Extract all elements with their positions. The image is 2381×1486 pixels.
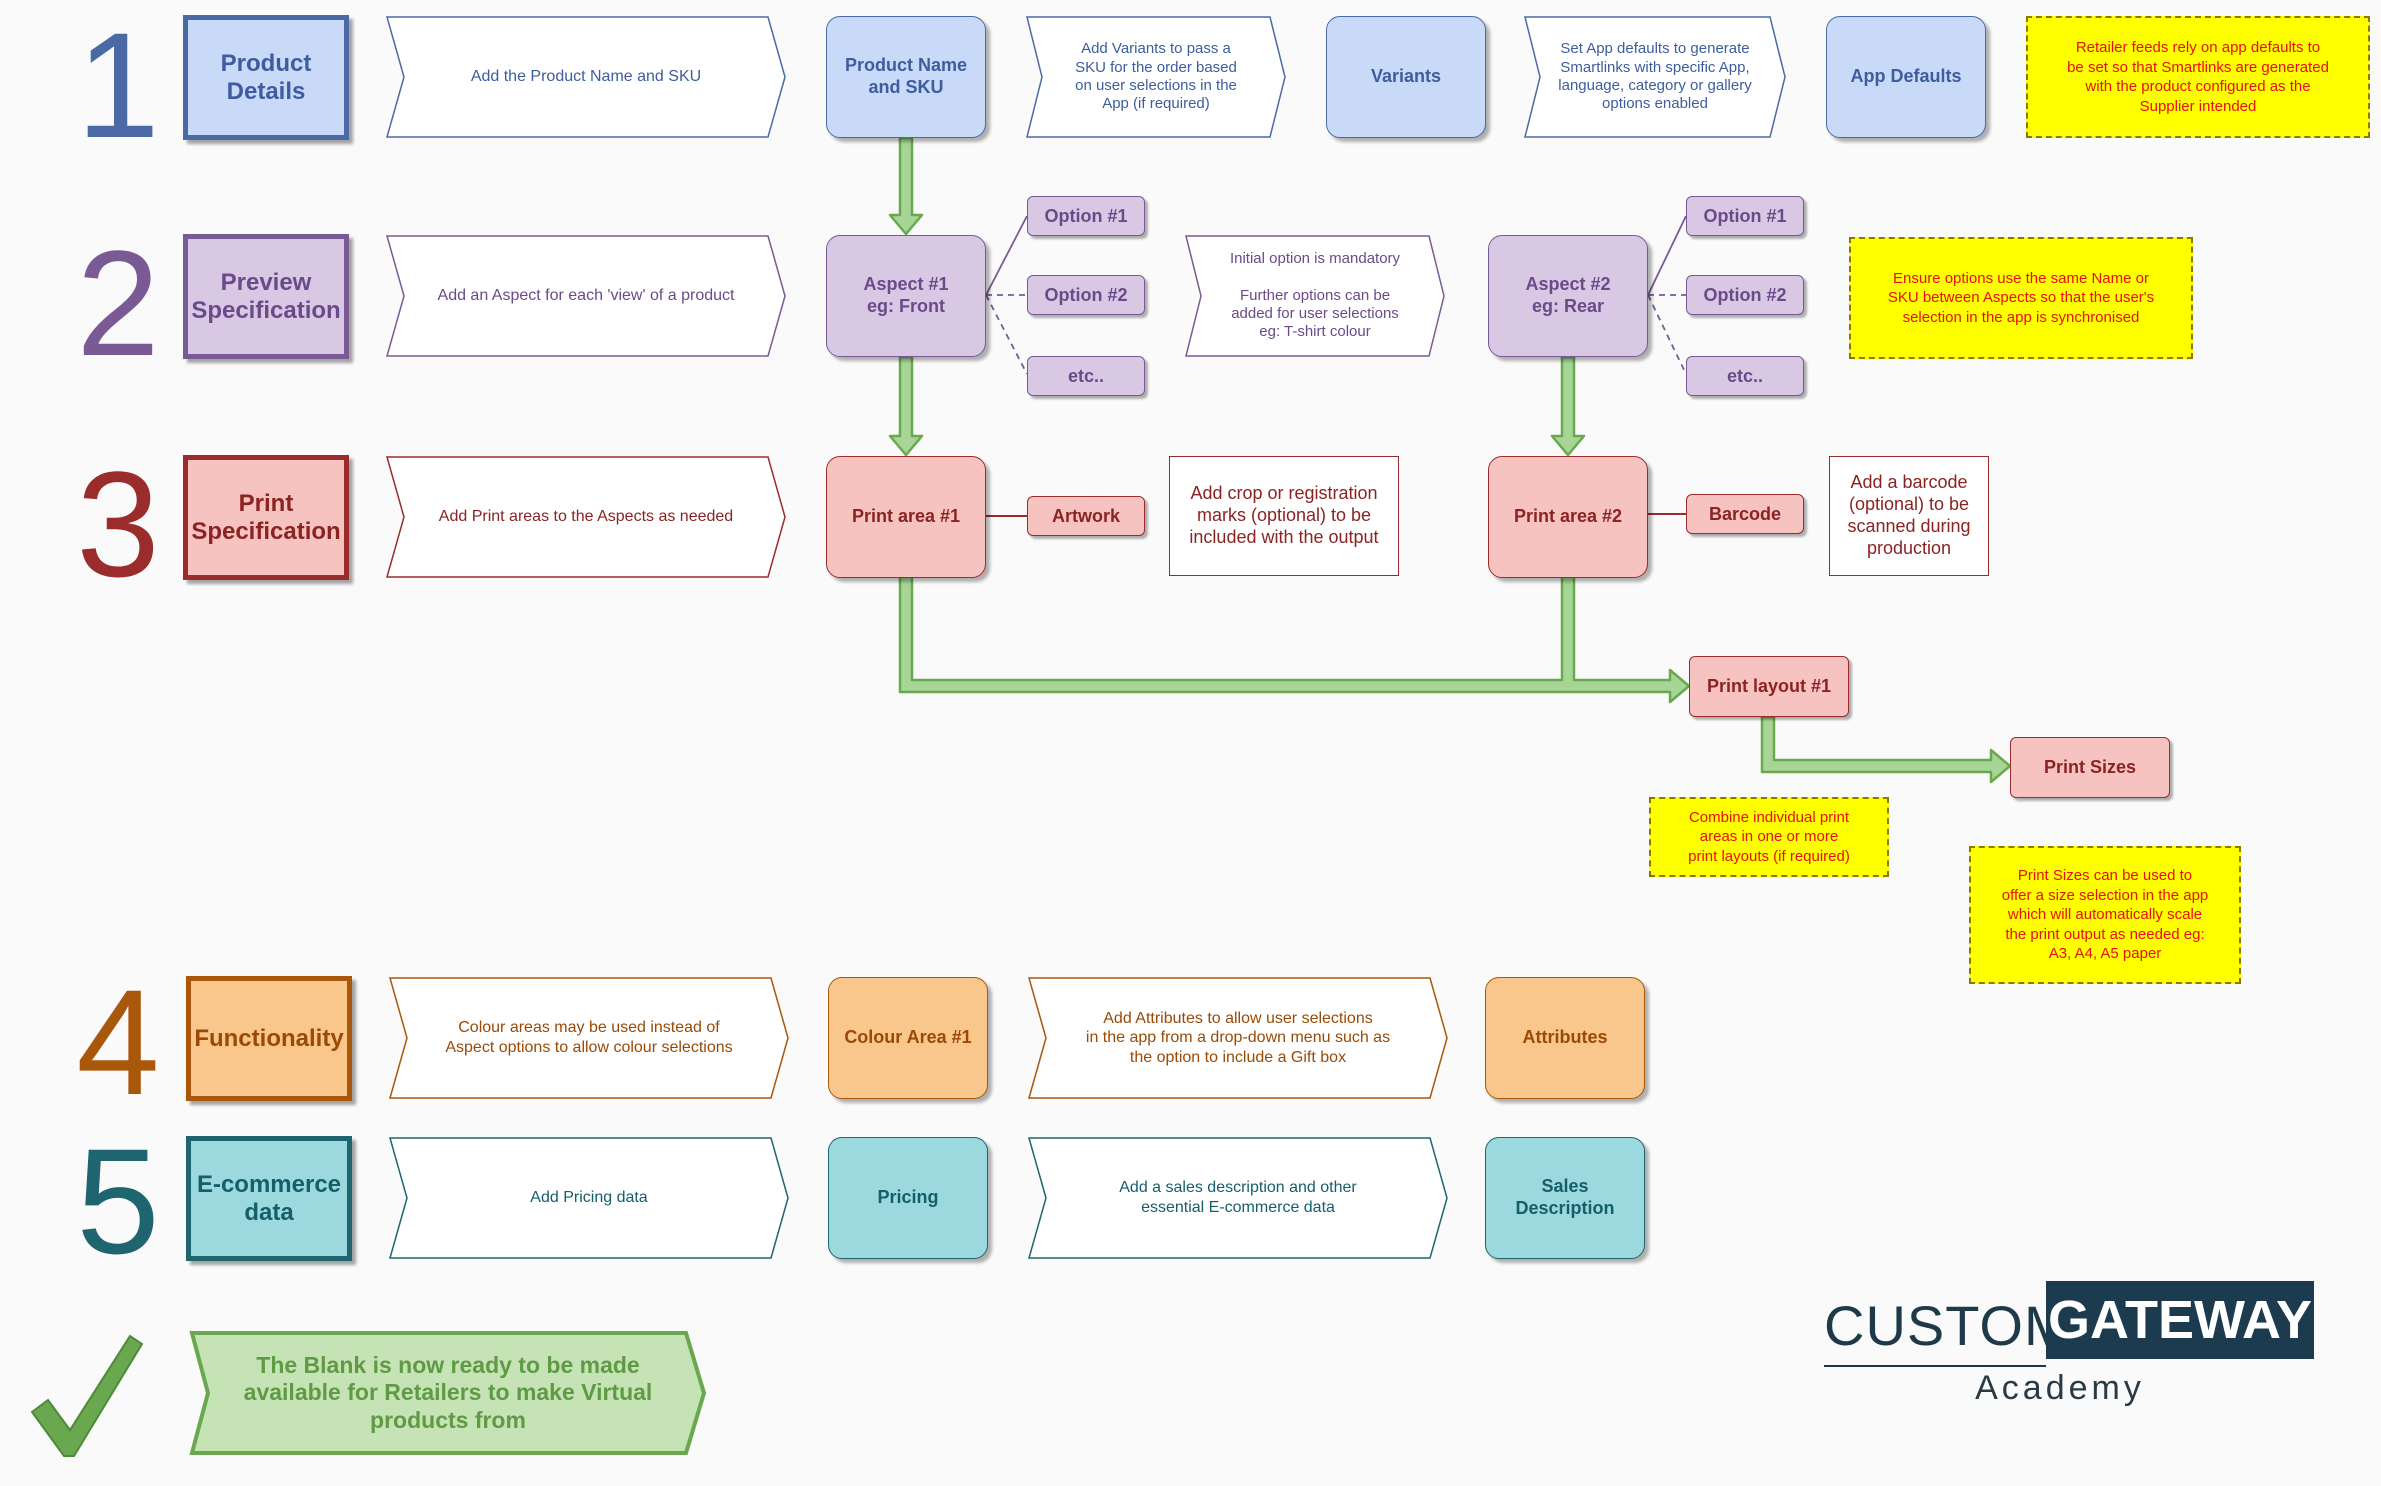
chevron-options-mandatory: Initial option is mandatory Further opti… bbox=[1185, 235, 1445, 357]
aspect1-option-1[interactable]: Option #1 bbox=[1027, 196, 1145, 236]
chevron-blank-ready: The Blank is now ready to be made availa… bbox=[189, 1331, 707, 1455]
chevron-text: Add the Product Name and SKU bbox=[470, 68, 702, 86]
box-colour-area-1[interactable]: Colour Area #1 bbox=[828, 977, 988, 1099]
aspect1-option-2[interactable]: Option #2 bbox=[1027, 275, 1145, 315]
box-aspect-1[interactable]: Aspect #1 eg: Front bbox=[826, 235, 986, 357]
box-attributes[interactable]: Attributes bbox=[1485, 977, 1645, 1099]
aspect2-option-etc[interactable]: etc.. bbox=[1686, 356, 1804, 396]
box-print-sizes[interactable]: Print Sizes bbox=[2010, 737, 2170, 798]
step-number-1: 1 bbox=[76, 1, 160, 169]
step-number-4: 4 bbox=[76, 958, 160, 1126]
logo-word-custom: CUSTOM bbox=[1824, 1294, 2072, 1357]
stage-print-specification: Print Specification bbox=[183, 455, 349, 580]
arrow-aspect2-to-print2 bbox=[1550, 355, 1586, 457]
box-print-area-2[interactable]: Print area #2 bbox=[1488, 456, 1648, 578]
logo-underline bbox=[1824, 1365, 2046, 1367]
chevron-text: Add Attributes to allow user selections … bbox=[1085, 1009, 1391, 1066]
note-combine-print-areas: Combine individual print areas in one or… bbox=[1649, 797, 1889, 877]
stage-functionality: Functionality bbox=[186, 976, 352, 1101]
link-aspect1-etc bbox=[985, 294, 1028, 375]
step-number-5: 5 bbox=[76, 1117, 160, 1285]
final-text: The Blank is now ready to be made availa… bbox=[243, 1351, 653, 1433]
chevron-text: Add Variants to pass a SKU for the order… bbox=[1075, 40, 1237, 113]
chevron-text: Add Print areas to the Aspects as needed bbox=[438, 508, 734, 526]
link-aspect2-etc bbox=[1647, 294, 1687, 375]
chevron-add-variants: Add Variants to pass a SKU for the order… bbox=[1026, 16, 1286, 138]
chevron-text: Add a sales description and other essent… bbox=[1119, 1179, 1357, 1216]
chevron-colour-areas: Colour areas may be used instead of Aspe… bbox=[389, 977, 789, 1099]
aspect1-option-etc[interactable]: etc.. bbox=[1027, 356, 1145, 396]
chevron-text: Add Pricing data bbox=[530, 1189, 648, 1207]
step-number-2: 2 bbox=[76, 219, 160, 387]
arrow-layout-to-sizes bbox=[1760, 715, 2012, 784]
arrow-print1-to-layout bbox=[898, 575, 1691, 704]
chevron-sales-description: Add a sales description and other essent… bbox=[1028, 1137, 1448, 1259]
check-mark-icon bbox=[26, 1330, 146, 1460]
logo-word-academy: Academy bbox=[1975, 1369, 2145, 1407]
print2-barcode[interactable]: Barcode bbox=[1686, 494, 1804, 534]
aspect2-option-1[interactable]: Option #1 bbox=[1686, 196, 1804, 236]
step-number-3: 3 bbox=[76, 440, 160, 608]
chevron-text: Set App defaults to generate Smartlinks … bbox=[1558, 40, 1752, 113]
stage-product-details: Product Details bbox=[183, 15, 349, 140]
note-print-sizes: Print Sizes can be used to offer a size … bbox=[1969, 846, 2241, 984]
chevron-add-aspect: Add an Aspect for each 'view' of a produ… bbox=[386, 235, 786, 357]
chevron-add-attributes: Add Attributes to allow user selections … bbox=[1028, 977, 1448, 1099]
stage-ecommerce-data: E-commerce data bbox=[186, 1136, 352, 1261]
box-product-name-sku[interactable]: Product Name and SKU bbox=[826, 16, 986, 138]
note-same-option-names: Ensure options use the same Name or SKU … bbox=[1849, 237, 2193, 359]
box-aspect-2[interactable]: Aspect #2 eg: Rear bbox=[1488, 235, 1648, 357]
logo-custom-gateway-academy: CUSTOM GATEWAY Academy bbox=[1824, 1280, 2316, 1407]
arrow-aspect1-to-print1 bbox=[888, 355, 924, 457]
link-aspect1-option1 bbox=[985, 215, 1028, 296]
box-pricing[interactable]: Pricing bbox=[828, 1137, 988, 1259]
box-variants[interactable]: Variants bbox=[1326, 16, 1486, 138]
logo-word-gateway: GATEWAY bbox=[2046, 1281, 2314, 1359]
stage-preview-specification: Preview Specification bbox=[183, 234, 349, 359]
text-add-barcode: Add a barcode (optional) to be scanned d… bbox=[1829, 456, 1989, 576]
chevron-add-product-name: Add the Product Name and SKU bbox=[386, 16, 786, 138]
box-app-defaults[interactable]: App Defaults bbox=[1826, 16, 1986, 138]
box-print-area-1[interactable]: Print area #1 bbox=[826, 456, 986, 578]
arrow-product-to-aspect1 bbox=[888, 136, 924, 236]
chevron-add-pricing: Add Pricing data bbox=[389, 1137, 789, 1259]
text-crop-marks: Add crop or registration marks (optional… bbox=[1169, 456, 1399, 576]
chevron-text: Colour areas may be used instead of Aspe… bbox=[445, 1019, 733, 1056]
aspect2-option-2[interactable]: Option #2 bbox=[1686, 275, 1804, 315]
chevron-add-print-areas: Add Print areas to the Aspects as needed bbox=[386, 456, 786, 578]
note-retailer-feeds: Retailer feeds rely on app defaults to b… bbox=[2026, 16, 2370, 138]
chevron-app-defaults: Set App defaults to generate Smartlinks … bbox=[1524, 16, 1786, 138]
chevron-text: Add an Aspect for each 'view' of a produ… bbox=[437, 287, 735, 305]
box-print-layout-1[interactable]: Print layout #1 bbox=[1689, 656, 1849, 717]
chevron-text: Initial option is mandatory Further opti… bbox=[1229, 250, 1401, 341]
link-aspect2-option1 bbox=[1647, 215, 1687, 296]
box-sales-description[interactable]: Sales Description bbox=[1485, 1137, 1645, 1259]
print1-artwork[interactable]: Artwork bbox=[1027, 496, 1145, 536]
